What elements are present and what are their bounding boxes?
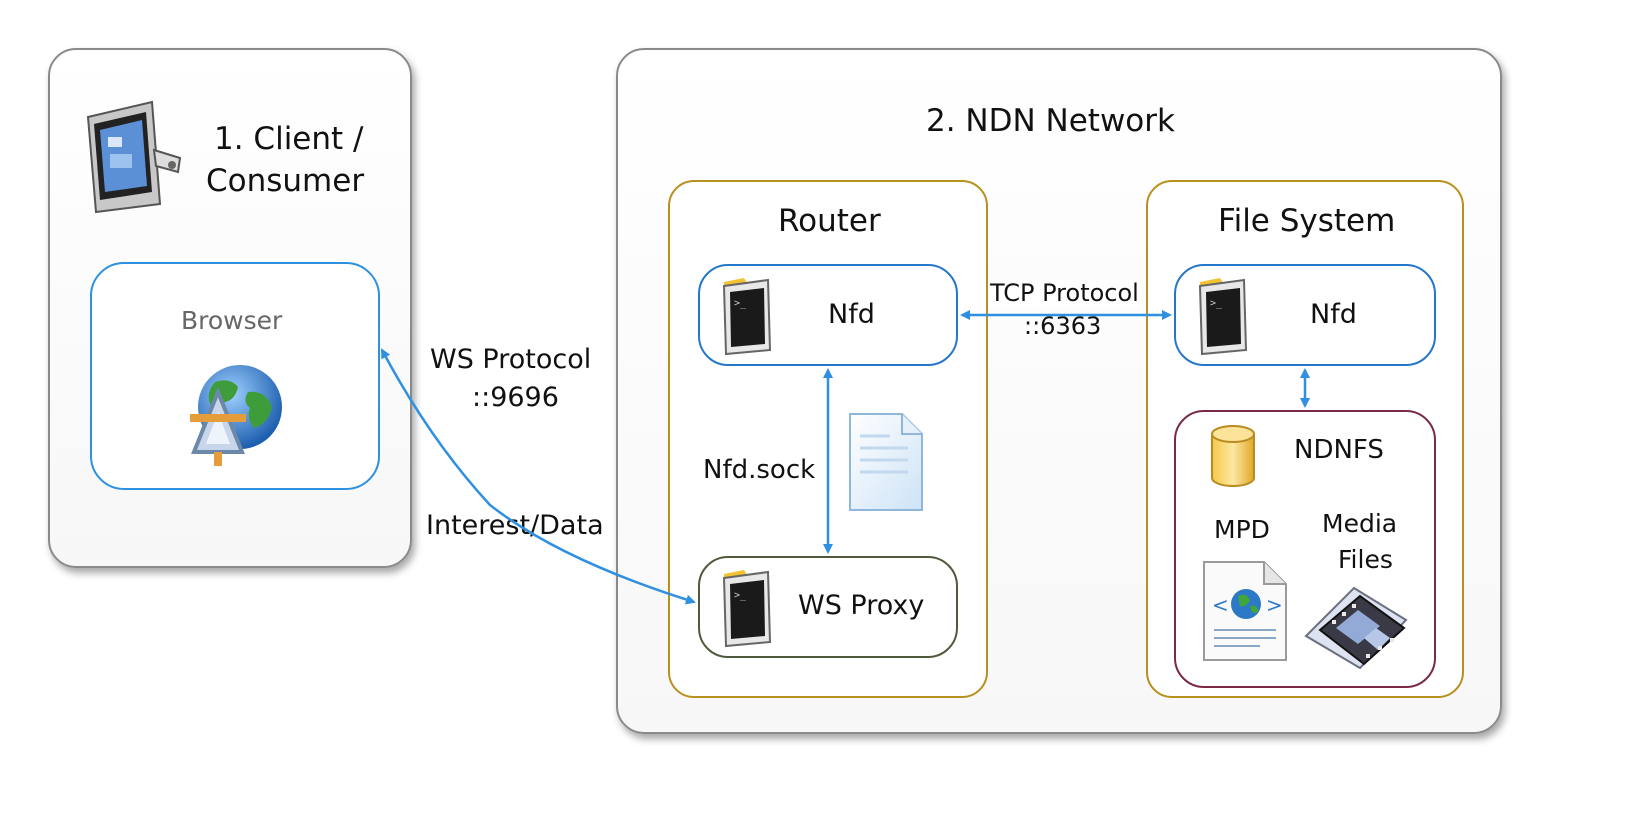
- mpd-label: MPD: [1214, 515, 1270, 544]
- browser-label: Browser: [181, 306, 283, 335]
- fs-nfd-label: Nfd: [1310, 299, 1357, 330]
- database-icon: [1208, 424, 1258, 488]
- film-icon: [1302, 580, 1414, 674]
- ws-proxy-label: WS Proxy: [798, 590, 925, 621]
- nfd-sock-label: Nfd.sock: [703, 455, 816, 485]
- svg-text:>_: >_: [1210, 298, 1223, 309]
- media-files-line2: Files: [1338, 545, 1393, 574]
- ndnfs-label: NDNFS: [1294, 435, 1384, 465]
- router-nfd-label: Nfd: [828, 299, 875, 330]
- media-files-line1: Media: [1322, 509, 1398, 538]
- client-title-line1: 1. Client /: [214, 121, 364, 157]
- ws-interest-arrow: [380, 348, 696, 605]
- document-icon: [846, 410, 926, 514]
- svg-text:>_: >_: [734, 590, 747, 601]
- terminal-icon: >_: [718, 274, 774, 358]
- svg-text:>_: >_: [734, 298, 747, 309]
- globe-compass-icon: [180, 362, 290, 472]
- terminal-icon: >_: [718, 566, 774, 650]
- computer-icon: [80, 92, 190, 222]
- client-title-line2: Consumer: [206, 163, 365, 199]
- svg-text:<: <: [1212, 593, 1229, 617]
- terminal-icon: >_: [1194, 274, 1250, 358]
- router-title: Router: [778, 203, 881, 239]
- tcp-protocol-label: TCP Protocol: [988, 279, 1141, 308]
- web-file-icon: < >: [1200, 558, 1292, 664]
- filesystem-title: File System: [1218, 203, 1396, 239]
- network-title: 2. NDN Network: [926, 103, 1175, 139]
- svg-text:>: >: [1266, 593, 1283, 617]
